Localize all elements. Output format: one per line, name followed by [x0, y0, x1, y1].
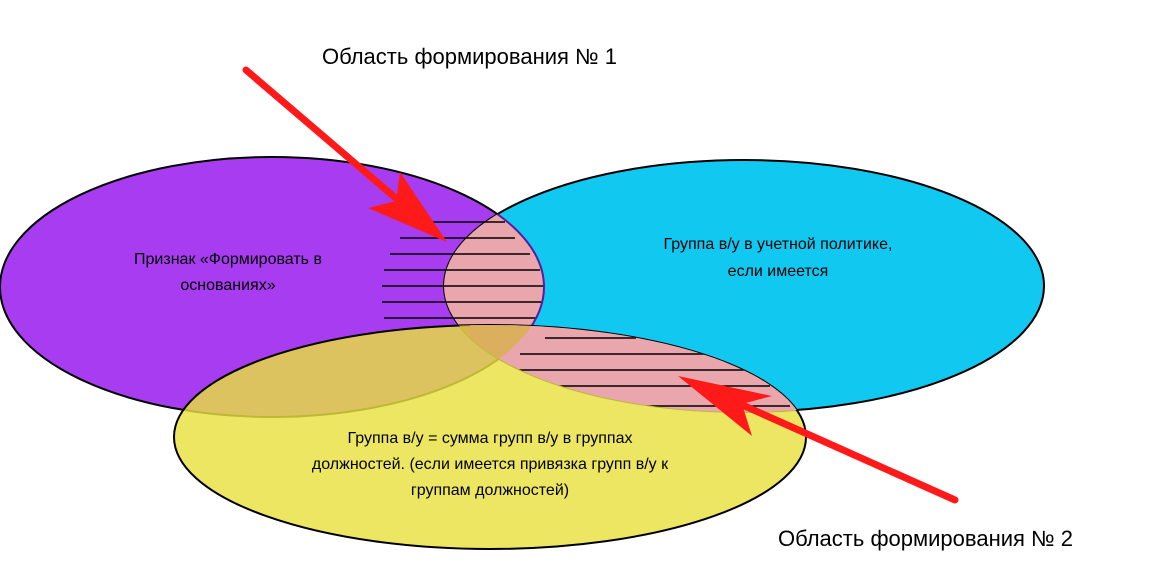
yellow-label-line-2: должностей. (если имеется привязка групп…	[312, 456, 669, 473]
arrow-2	[678, 376, 959, 504]
cyan-label-line-1: Группа в/у в учетной политике,	[664, 236, 893, 253]
arrow-1	[242, 66, 447, 242]
callout-area-2: Область формирования № 2	[778, 526, 1073, 551]
yellow-label-line-3: группам должностей)	[411, 482, 569, 499]
callout-area-1: Область формирования № 1	[322, 44, 617, 69]
yellow-label-line-1: Группа в/у = сумма групп в/у в группах	[348, 430, 633, 447]
cyan-label-line-2: если имеется	[728, 263, 829, 280]
purple-label-line-1: Признак «Формировать в	[134, 251, 322, 268]
intersection-1-region	[382, 160, 544, 412]
purple-label-line-2: основаниях»	[180, 277, 275, 294]
hatch-lines-1	[382, 221, 544, 319]
